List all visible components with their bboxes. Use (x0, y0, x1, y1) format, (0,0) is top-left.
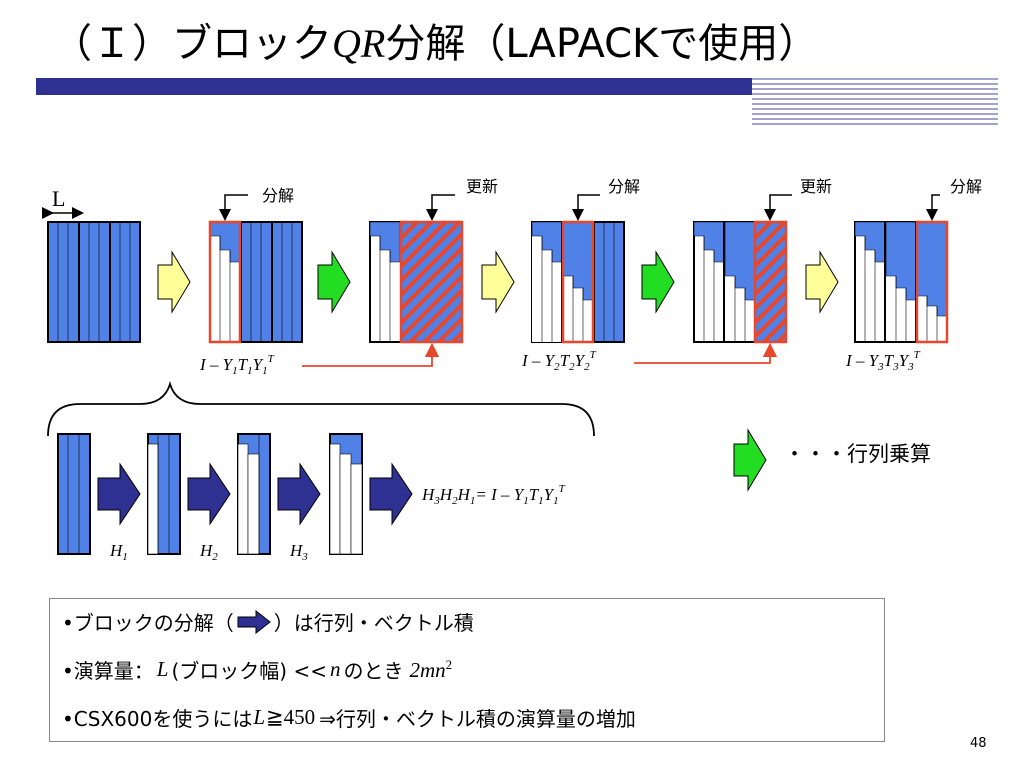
factorize-label-3: 分解 (950, 177, 982, 196)
bullet-csx600: •CSX600を使うには L ≧450 ⇒行列・ベクトル積の演算量の増加 (62, 705, 636, 731)
matrix-stage-0 (47, 221, 141, 343)
update-pointer-2 (764, 194, 792, 221)
navy-arrow-icon (187, 462, 231, 526)
block-width-label: L (52, 186, 65, 211)
summary-box: •ブロックの分解（ ）は行列・ベクトル積 •演算量： L (ブロック幅) << … (49, 598, 885, 742)
transform-label-1: I – Y1T1Y1T (199, 353, 275, 377)
title-underline-bar (36, 78, 752, 95)
panel-stage-0 (57, 433, 91, 555)
block-qr-diagram: L 分解 更新 (42, 177, 982, 563)
page-number: 48 (970, 736, 987, 751)
update-label-2: 更新 (800, 177, 832, 196)
yellow-arrow-icon (481, 250, 515, 314)
title-qr: QR (332, 21, 386, 66)
navy-arrow-icon (97, 462, 141, 526)
matrix-stage-3 (531, 220, 625, 344)
matrix-stage-2 (369, 220, 464, 344)
product-equation: H3H2H1= I – Y1T1Y1T (421, 483, 566, 507)
title-prefix: （Ｉ）ブロック (52, 21, 332, 67)
title-decorative-lines (752, 78, 998, 125)
title-suffix: 分解（LAPACKで使用） (385, 21, 819, 67)
matrix-stage-1 (208, 220, 303, 344)
factorize-label-2: 分解 (608, 177, 640, 196)
navy-arrow-icon (277, 462, 321, 526)
curly-brace (47, 380, 595, 437)
update-apply-arrow-1 (302, 342, 440, 367)
green-arrow-icon (317, 250, 351, 314)
bullet-panel-factorize: •ブロックの分解（ ）は行列・ベクトル積 (62, 609, 474, 635)
transform-label-3: I – Y3T3Y3T (845, 349, 921, 373)
update-pointer-1 (426, 194, 455, 221)
bullet-op-count: •演算量： L (ブロック幅) << n のとき 2mn2 (62, 656, 453, 684)
panel-stage-3 (329, 433, 363, 555)
update-apply-arrow-2 (634, 342, 778, 364)
yellow-arrow-icon (805, 250, 839, 314)
yellow-arrow-icon (157, 250, 191, 314)
navy-arrow-icon (237, 609, 271, 634)
page-title: （Ｉ）ブロックQR分解（LAPACKで使用） (52, 14, 818, 74)
update-label-1: 更新 (466, 177, 498, 196)
factorize-label-1: 分解 (262, 186, 294, 205)
panel-stage-2 (237, 433, 271, 555)
householder-label-2: H2 (199, 541, 218, 563)
factorize-pointer-3 (926, 194, 940, 221)
navy-arrow-icon (369, 462, 413, 526)
matrix-stage-5 (854, 220, 949, 344)
legend-green-arrow-icon (733, 428, 767, 492)
factorize-pointer-2 (572, 194, 600, 221)
matrix-stage-4 (693, 220, 788, 344)
householder-label-3: H3 (289, 541, 308, 563)
factorize-pointer-1 (219, 194, 248, 221)
legend-matrix-multiply: ・・・行列乗算 (784, 442, 931, 466)
panel-stage-1 (147, 433, 181, 555)
green-arrow-icon (641, 250, 675, 314)
householder-label-1: H1 (109, 541, 128, 563)
transform-label-2: I – Y2T2Y2T (521, 349, 597, 373)
